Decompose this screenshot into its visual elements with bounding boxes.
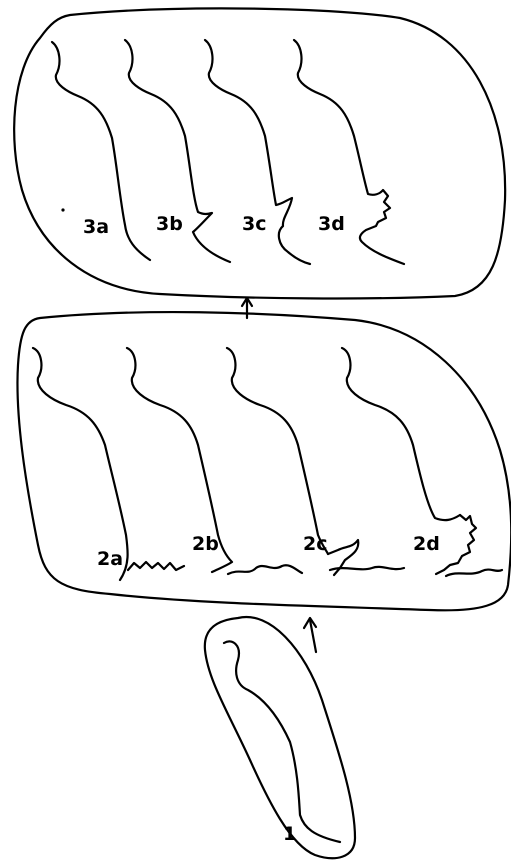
profile-2b-jagged	[228, 565, 302, 574]
stage-3-group: 3a 3b 3c 3d	[14, 8, 505, 298]
label-2d: 2d	[413, 533, 440, 555]
label-3a: 3a	[83, 216, 109, 238]
profile-2c-jagged	[330, 567, 404, 570]
label-1: 1	[283, 823, 296, 845]
stage-1-outline	[205, 617, 355, 858]
label-2a: 2a	[97, 548, 123, 570]
profile-3d	[294, 40, 404, 264]
profile-2a	[33, 348, 128, 580]
label-3b: 3b	[156, 213, 183, 235]
stage-3-outline	[14, 8, 505, 298]
profile-2d	[342, 348, 460, 520]
profile-2d-jagged	[446, 570, 502, 576]
label-3c: 3c	[242, 213, 266, 235]
ink-speck	[61, 208, 64, 211]
stage-2-group: 2a 2b 2c 2d	[17, 312, 511, 610]
label-2c: 2c	[303, 533, 327, 555]
arrow-stage1-to-stage2	[304, 618, 316, 652]
stage-1-group: 1	[205, 617, 355, 858]
label-2b: 2b	[192, 533, 219, 555]
profile-2c	[227, 348, 328, 554]
arrow-stage2-to-stage3	[242, 298, 252, 318]
profile-2d-bumpy	[436, 515, 476, 574]
label-3d: 3d	[318, 213, 345, 235]
profile-2a-jagged	[128, 562, 184, 570]
